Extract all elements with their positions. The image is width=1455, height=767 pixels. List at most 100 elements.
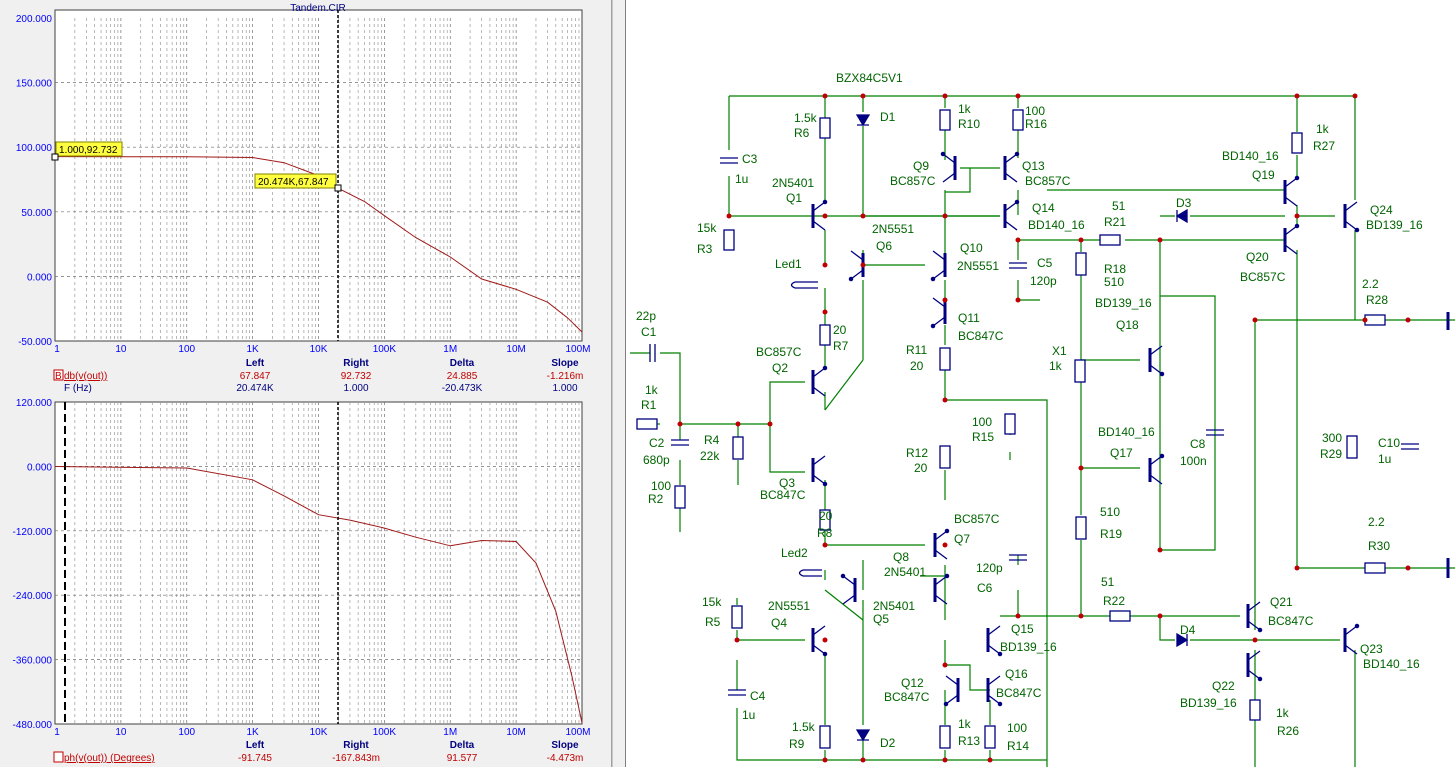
capacitor-c2[interactable]	[671, 439, 689, 446]
resistor-r22[interactable]	[1109, 610, 1131, 622]
phase-trace-color-marker[interactable]	[53, 751, 64, 763]
resistor-r30[interactable]	[1364, 562, 1386, 574]
value-q14: BD140_16	[1028, 218, 1085, 232]
resistor-r29[interactable]	[1346, 435, 1358, 459]
junction-dot	[1405, 317, 1411, 323]
transistor-q4[interactable]	[811, 625, 828, 657]
resistor-r6[interactable]	[819, 117, 831, 139]
capacitor-c3[interactable]	[720, 157, 738, 164]
splitter[interactable]	[612, 0, 626, 767]
junction-dot	[677, 421, 683, 427]
transistor-q3[interactable]	[811, 455, 828, 487]
resistor-r8[interactable]	[819, 509, 831, 531]
cursor-marker[interactable]	[334, 184, 342, 192]
transistor-q5[interactable]	[840, 573, 857, 605]
resistor-r11[interactable]	[939, 347, 951, 371]
capacitor-c6[interactable]	[1009, 554, 1027, 561]
resistor-r13[interactable]	[939, 725, 951, 749]
plot-title: Tandem.CIR	[290, 3, 346, 14]
resistor-r21[interactable]	[1099, 234, 1121, 246]
x-tick-label: 100M	[565, 344, 590, 355]
trace-marker-letter: B	[55, 371, 62, 382]
resistor-r4[interactable]	[732, 436, 744, 460]
value-r5: 15k	[702, 595, 722, 609]
label-q14: Q14	[1032, 201, 1055, 215]
transistor-q17[interactable]	[1148, 453, 1165, 485]
cursor-label-left	[55, 141, 123, 157]
diode-d2[interactable]	[855, 729, 871, 742]
capacitor-c8[interactable]	[1206, 429, 1224, 436]
resistor-r1[interactable]	[636, 418, 658, 430]
transistor-q20[interactable]	[1283, 223, 1300, 255]
resistor-r28[interactable]	[1364, 314, 1386, 326]
value-q9: BC857C	[890, 174, 936, 188]
diode-d3[interactable]	[1175, 208, 1188, 224]
capacitor-c1[interactable]	[649, 344, 656, 362]
resistor-r26[interactable]	[1249, 699, 1261, 721]
resistor-r5[interactable]	[731, 605, 743, 629]
gain-trace-name[interactable]: db(v(out))	[64, 371, 107, 382]
x-tick-label: 10K	[310, 727, 328, 738]
transistor-q9[interactable]	[940, 151, 957, 183]
potentiometer-x1[interactable]	[1074, 359, 1086, 383]
diode-d1[interactable]	[855, 114, 871, 127]
x-tick-label: 10M	[506, 727, 525, 738]
transistor-q14[interactable]	[1003, 199, 1020, 231]
label-r3: R3	[697, 242, 713, 256]
label-c3: C3	[742, 152, 758, 166]
transistor-q1[interactable]	[811, 199, 828, 231]
resistor-r15[interactable]	[1004, 413, 1016, 435]
readout-header-delta: Delta	[450, 358, 475, 369]
resistor-r27[interactable]	[1291, 132, 1303, 154]
phase-plot-area[interactable]	[54, 401, 583, 725]
led-led1[interactable]	[790, 281, 819, 289]
transistor-q22[interactable]	[1246, 650, 1263, 682]
transistor-q16[interactable]	[986, 675, 1003, 707]
junction-dot	[1015, 297, 1021, 303]
transistor-q11[interactable]	[930, 297, 947, 329]
transistor-q19[interactable]	[1283, 175, 1300, 207]
capacitor-c5[interactable]	[1009, 262, 1027, 269]
transistor-q24[interactable]	[1343, 201, 1360, 233]
cursor-marker-left[interactable]	[51, 153, 59, 161]
label-r11: R11	[906, 343, 927, 357]
transistor-q15[interactable]	[986, 625, 1003, 657]
transistor-q7[interactable]	[933, 528, 950, 560]
resistor-r16[interactable]	[1012, 109, 1024, 131]
y-tick-label: -50.000	[18, 337, 52, 348]
value-q19: BD140_16	[1222, 149, 1279, 163]
label-r21: R21	[1104, 215, 1126, 229]
diode-d4[interactable]	[1176, 632, 1189, 648]
resistor-r18[interactable]	[1075, 252, 1087, 276]
resistor-r19[interactable]	[1075, 516, 1087, 540]
resistor-r14[interactable]	[984, 725, 996, 749]
transistor-q23[interactable]	[1343, 623, 1360, 655]
trace-color-marker[interactable]	[53, 369, 64, 381]
resistor-r3[interactable]	[723, 229, 735, 251]
transistor-q12[interactable]	[943, 675, 960, 707]
resistor-r12[interactable]	[939, 445, 951, 469]
resistor-r9[interactable]	[819, 725, 831, 749]
transistor-q21[interactable]	[1246, 601, 1263, 633]
led-led2[interactable]	[798, 569, 823, 577]
capacitor-c10[interactable]	[1401, 443, 1419, 450]
resistor-r2[interactable]	[674, 485, 686, 509]
x-tick-label: 100K	[373, 727, 397, 738]
transistor-q13[interactable]	[1003, 151, 1020, 183]
label-c2: C2	[649, 436, 665, 450]
transistor-q10[interactable]	[930, 250, 947, 282]
junction-dot	[860, 213, 866, 219]
capacitor-c4[interactable]	[728, 689, 746, 696]
value-r30: 2.2	[1368, 515, 1385, 529]
transistor-q8[interactable]	[933, 573, 950, 605]
transistor-q18[interactable]	[1148, 345, 1165, 377]
x-tick-label: 1M	[443, 727, 457, 738]
cursor-label-right-text: 20.474K,67.847	[258, 177, 329, 188]
label-q3: Q3	[779, 476, 795, 490]
phase-trace-name[interactable]: ph(v(out)) (Degrees)	[64, 753, 155, 764]
resistor-r10[interactable]	[939, 109, 951, 131]
resistor-r7[interactable]	[819, 324, 831, 346]
transistor-q2[interactable]	[811, 365, 828, 397]
value-q8: 2N5401	[884, 565, 926, 579]
